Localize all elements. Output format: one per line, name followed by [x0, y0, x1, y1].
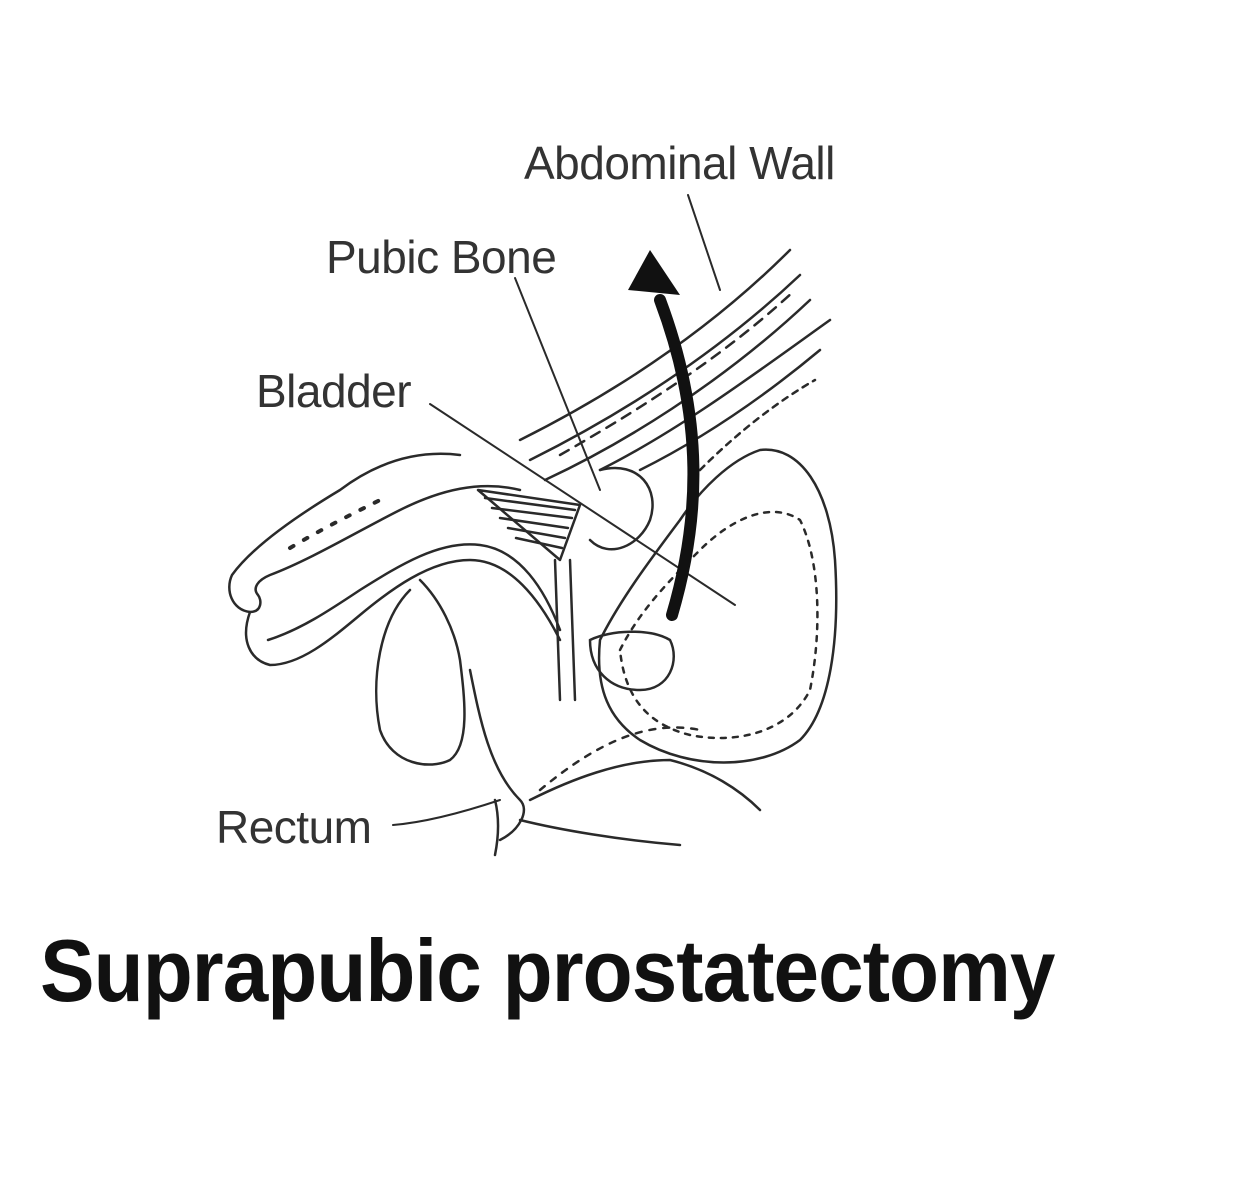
abdominal-wall-shape — [518, 248, 832, 482]
label-bladder: Bladder — [256, 365, 412, 417]
bladder-shape — [588, 448, 838, 764]
rectum-leader — [392, 799, 501, 826]
pubic-bone-leader — [514, 277, 601, 491]
enucleation-arrow-icon — [628, 250, 700, 621]
pubic-bone-shape — [476, 466, 654, 562]
label-pubic-bone: Pubic Bone — [326, 231, 557, 283]
diagram-title: Suprapubic prostatectomy — [40, 921, 1055, 1020]
urethra-shape — [553, 558, 577, 702]
label-rectum: Rectum — [216, 801, 372, 853]
rectum-shape — [468, 668, 762, 857]
abdominal-wall-leader — [687, 194, 721, 291]
penis-shape — [228, 452, 562, 667]
label-abdominal-wall: Abdominal Wall — [524, 137, 835, 189]
scrotum-shape — [375, 578, 466, 766]
